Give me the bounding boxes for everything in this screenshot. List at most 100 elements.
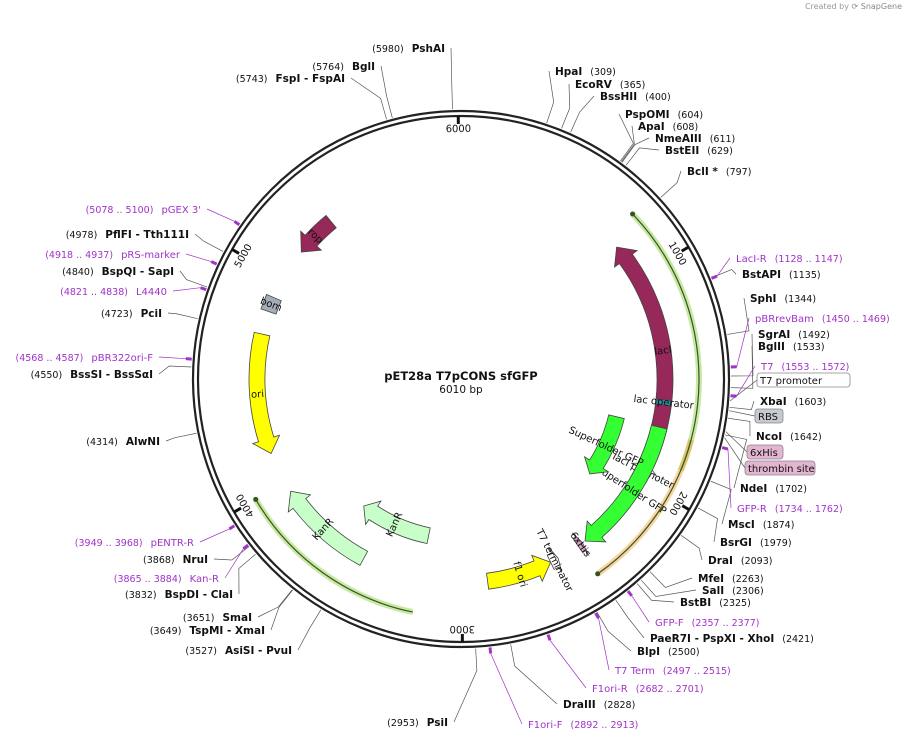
site-label-bsteii: BstEII(629) [665, 145, 733, 157]
primer-range-gfp-f: (2357 .. 2377) [692, 618, 760, 629]
site-leader-drai [680, 535, 703, 561]
site-name-fspi-fspai: FspI - FspAI [276, 73, 346, 85]
site-label-apai: ApaI(608) [638, 121, 698, 133]
site-pos-draiii: (2828) [604, 700, 636, 711]
feature-bom-3 [260, 293, 282, 315]
primer-label-kan-r: (3865 .. 3884)Kan-R [114, 574, 219, 585]
site-pos-asisi-pvui: (3527) [185, 646, 217, 657]
primer-range-pbr322ori-f: (4568 .. 4587) [16, 353, 84, 364]
site-name-mfei: MfeI [698, 573, 724, 585]
site-name-bspqi-sapi: BspQI - SapI [102, 266, 174, 278]
site-name-ncoi: NcoI [756, 431, 782, 443]
primer-name-laci-r: LacI-R [736, 254, 767, 265]
site-pos-bsteii: (629) [707, 146, 733, 157]
lacI-ORF-highlight-arc [632, 213, 700, 471]
tick-mark-4000 [233, 506, 242, 514]
site-label-bspqi-sapi: (4840) BspQI - SapI [62, 266, 174, 278]
primer-mark-f1ori-r [546, 634, 552, 641]
feature-superfolder-gfp-10 [584, 424, 668, 543]
box-label-thrombin-site: thrombin site [748, 464, 815, 475]
primer-label-f1ori-r: F1ori-R(2682 .. 2701) [592, 684, 704, 695]
site-name-msci: MscI [728, 519, 755, 531]
tick-label-4000: 4000 [235, 491, 257, 519]
outer-highlight-layer [253, 211, 702, 616]
site-name-smai: SmaI [223, 612, 253, 624]
primer-name-f1ori-f: F1ori-F [528, 720, 563, 731]
site-label-hpai: HpaI(309) [555, 66, 616, 78]
primer-label-l4440: (4821 .. 4838)L4440 [60, 287, 167, 298]
feature-6xhis-9 [572, 532, 590, 556]
site-leader-sali [640, 579, 697, 597]
site-pos-bsshii: (400) [645, 92, 671, 103]
site-leader-tspmi-xmai [270, 589, 293, 631]
KanR-highlight-arrow-tip [253, 496, 259, 502]
primer-mark-gfp-r [721, 446, 729, 451]
box-thrombin-site [744, 460, 816, 476]
site-label-pcii: (4723) PciI [101, 308, 162, 320]
site-pos-pshai: (5980) [372, 44, 404, 55]
snapgene-credit: Created by ⟳ SnapGene [805, 2, 902, 11]
site-label-alwni: (4314) AlwNI [86, 436, 160, 448]
site-leader-pcii [167, 312, 198, 320]
box-label-6xhis: 6xHis [750, 448, 778, 459]
box-label-t7-promoter: T7 promoter [759, 376, 823, 387]
site-name-psii: PsiI [427, 717, 448, 729]
primer-label-gfp-r: GFP-R(1734 .. 1762) [737, 504, 843, 515]
primer-name-t7-term: T7 Term [614, 666, 655, 677]
site-name-alwni: AlwNI [126, 436, 160, 448]
primer-range-t7: (1553 .. 1572) [781, 362, 849, 373]
site-pos-bspqi-sapi: (4840) [62, 267, 94, 278]
site-name-tspmi-xmai: TspMI - XmaI [189, 625, 265, 637]
site-name-sali: SalI [702, 585, 724, 597]
box-rbs [754, 408, 784, 424]
site-pos-bgli: (5764) [312, 62, 344, 73]
site-name-pcii: PciI [141, 308, 162, 320]
box-leader-rbs [729, 410, 756, 417]
snapgene-logo-icon: ⟳ [851, 2, 859, 11]
site-pos-pcii: (4723) [101, 309, 133, 320]
site-leader-pshai [450, 47, 453, 110]
primer-range-pbrrevbam: (1450 .. 1469) [822, 314, 890, 325]
primer-label-gfp-f: GFP-F(2357 .. 2377) [655, 618, 760, 629]
primer-label-pentr-r: (3949 .. 3968)pENTR-R [75, 538, 194, 549]
credit-brand: SnapGene [860, 2, 902, 11]
site-label-sphi: SphI(1344) [750, 293, 816, 305]
feature-ori-4 [248, 331, 281, 455]
site-label-tspmi-xmai: (3649) TspMI - XmaI [150, 625, 265, 637]
site-leader-hpai [546, 70, 555, 124]
site-leader-msci [710, 480, 732, 525]
site-pos-alwni: (4314) [86, 437, 118, 448]
site-leader-nmeaiii [621, 137, 650, 163]
site-pos-msci: (1874) [763, 520, 795, 531]
site-name-bstapi: BstAPI [742, 269, 781, 281]
feature-lac-operator-12 [654, 398, 673, 407]
site-leader-asisi-pvui [297, 609, 322, 651]
primer-range-gfp-r: (1734 .. 1762) [775, 504, 843, 515]
site-name-pflfi-tth111i: PflFI - Tth111I [105, 229, 189, 241]
site-pos-nmeaiii: (611) [710, 134, 736, 145]
primer-leader-t7-term [598, 618, 610, 671]
primer-label-prs-marker: (4918 .. 4937)pRS-marker [45, 250, 181, 261]
label-layer: (5980)PshAI(5764)BglI(5743)FspI - FspAIH… [16, 43, 890, 731]
site-leader-bsssi-bsss-i [158, 365, 192, 375]
feature-kanr-6 [287, 490, 369, 566]
site-leader-blpi [596, 612, 632, 652]
tick-label-3000: 3000 [450, 623, 476, 634]
site-name-nrui: NruI [183, 554, 208, 566]
site-label-sali: SalI(2306) [702, 585, 764, 597]
site-pos-tspmi-xmai: (3649) [150, 626, 182, 637]
site-leader-pspomi [618, 113, 634, 162]
tick-mark-2000 [681, 504, 690, 512]
site-leader-bsteii [625, 147, 660, 166]
primer-label-laci-r: LacI-R(1128 .. 1147) [736, 254, 843, 265]
site-label-ecorv: EcoRV (365) [575, 79, 645, 91]
site-pos-bsrgi: (1979) [760, 538, 792, 549]
site-pos-drai: (2093) [741, 556, 773, 567]
site-pos-ecorv: (365) [620, 80, 646, 91]
primer-label-pbrrevbam: pBRrevBam(1450 .. 1469) [755, 314, 890, 325]
site-leader-bspdi-clai [238, 553, 256, 595]
primer-range-t7-term: (2497 .. 2515) [663, 666, 731, 677]
site-leader-xbai [729, 400, 755, 411]
site-label-nrui: (3868)NruI [143, 554, 208, 566]
site-name-ecorv: EcoRV [575, 79, 613, 91]
